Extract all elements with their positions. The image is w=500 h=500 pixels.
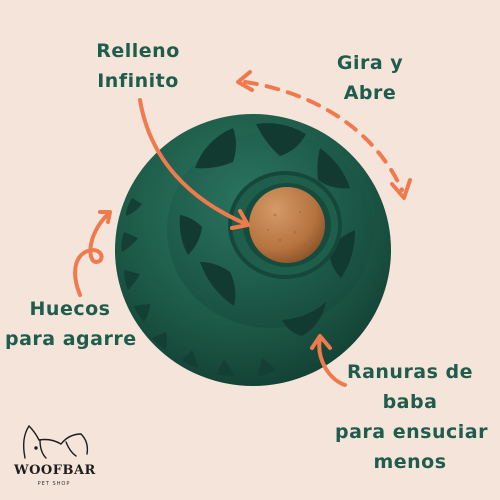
grip-grooves [121,198,276,376]
label-huecos: Huecos para agarre [5,294,137,354]
logo-sub: PET SHOP [37,481,71,487]
label-gira-line1: Gira y [336,52,404,74]
arrow-huecos [73,212,110,297]
woofbar-logo-icon [22,424,89,459]
arrow-relleno [138,98,248,226]
label-relleno-line2: Infinito [97,70,179,92]
arrow-gira [243,80,404,192]
arrow-ranuras [317,336,347,387]
label-relleno-line1: Relleno [96,40,180,62]
label-ranuras-line4: menos [373,451,447,473]
treat-ball [249,187,325,263]
label-ranuras-line3: para ensuciar [335,421,488,443]
label-huecos-line2: para agarre [5,328,137,350]
logo-name: WOOFBAR [14,463,96,478]
label-ranuras-line1: Ranuras de [346,361,474,383]
label-ranuras: Ranuras de baba para ensuciar menos [335,357,488,477]
label-relleno-infinito: Relleno Infinito [93,36,183,96]
label-ranuras-line2: baba [382,391,438,413]
callout-arrows [73,70,412,387]
label-huecos-line1: Huecos [29,298,111,320]
label-gira-abre: Gira y Abre [330,48,410,108]
label-gira-line2: Abre [343,82,397,104]
face-holes [179,123,355,336]
